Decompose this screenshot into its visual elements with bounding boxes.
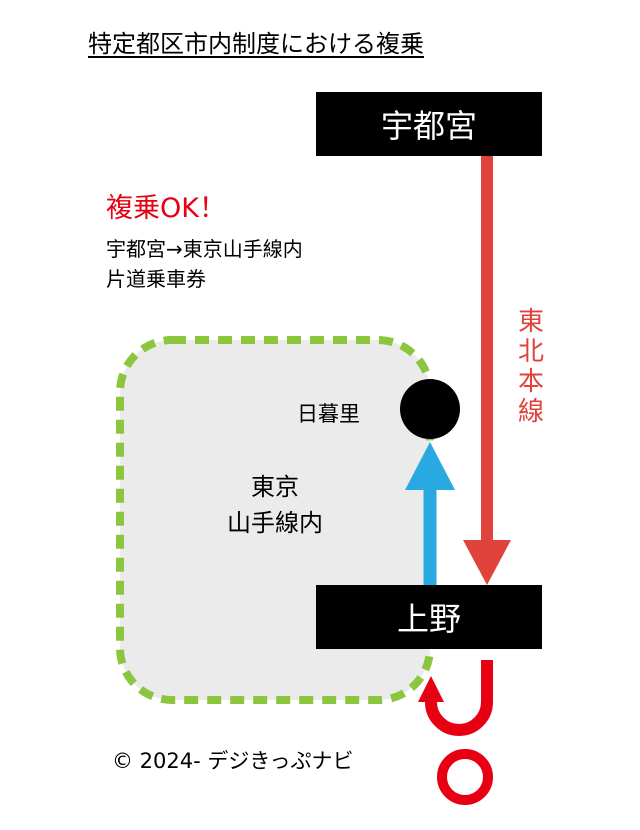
- ok-label: 複乗OK！: [106, 193, 226, 224]
- station-label: 上野: [396, 600, 461, 638]
- area-label-line-2: 山手線内: [227, 509, 323, 537]
- tohoku-arrowhead-icon: [463, 540, 511, 585]
- page-title: 特定都区市内制度における複乗: [88, 30, 424, 58]
- description-line-2: 片道乗車券: [106, 267, 206, 291]
- line-name-label: 東北本線: [517, 307, 544, 427]
- area-label-line-1: 東京: [251, 473, 299, 501]
- black-circle-icon: [400, 379, 460, 439]
- station-utsunomiya: 宇都宮: [316, 92, 542, 156]
- return-arrowhead-icon: [405, 442, 455, 490]
- circle-ok-icon: [437, 749, 493, 805]
- copyright: © 2024- デジきっぷナビ: [112, 749, 354, 773]
- station-nippori-label: 日暮里: [297, 402, 360, 426]
- u-turn-arrow-icon: [425, 660, 493, 736]
- description-line-1: 宇都宮→東京山手線内: [106, 237, 303, 261]
- loop-arrowhead-icon: [418, 676, 444, 702]
- station-ueno: 上野: [316, 585, 542, 649]
- station-label: 宇都宮: [380, 107, 477, 145]
